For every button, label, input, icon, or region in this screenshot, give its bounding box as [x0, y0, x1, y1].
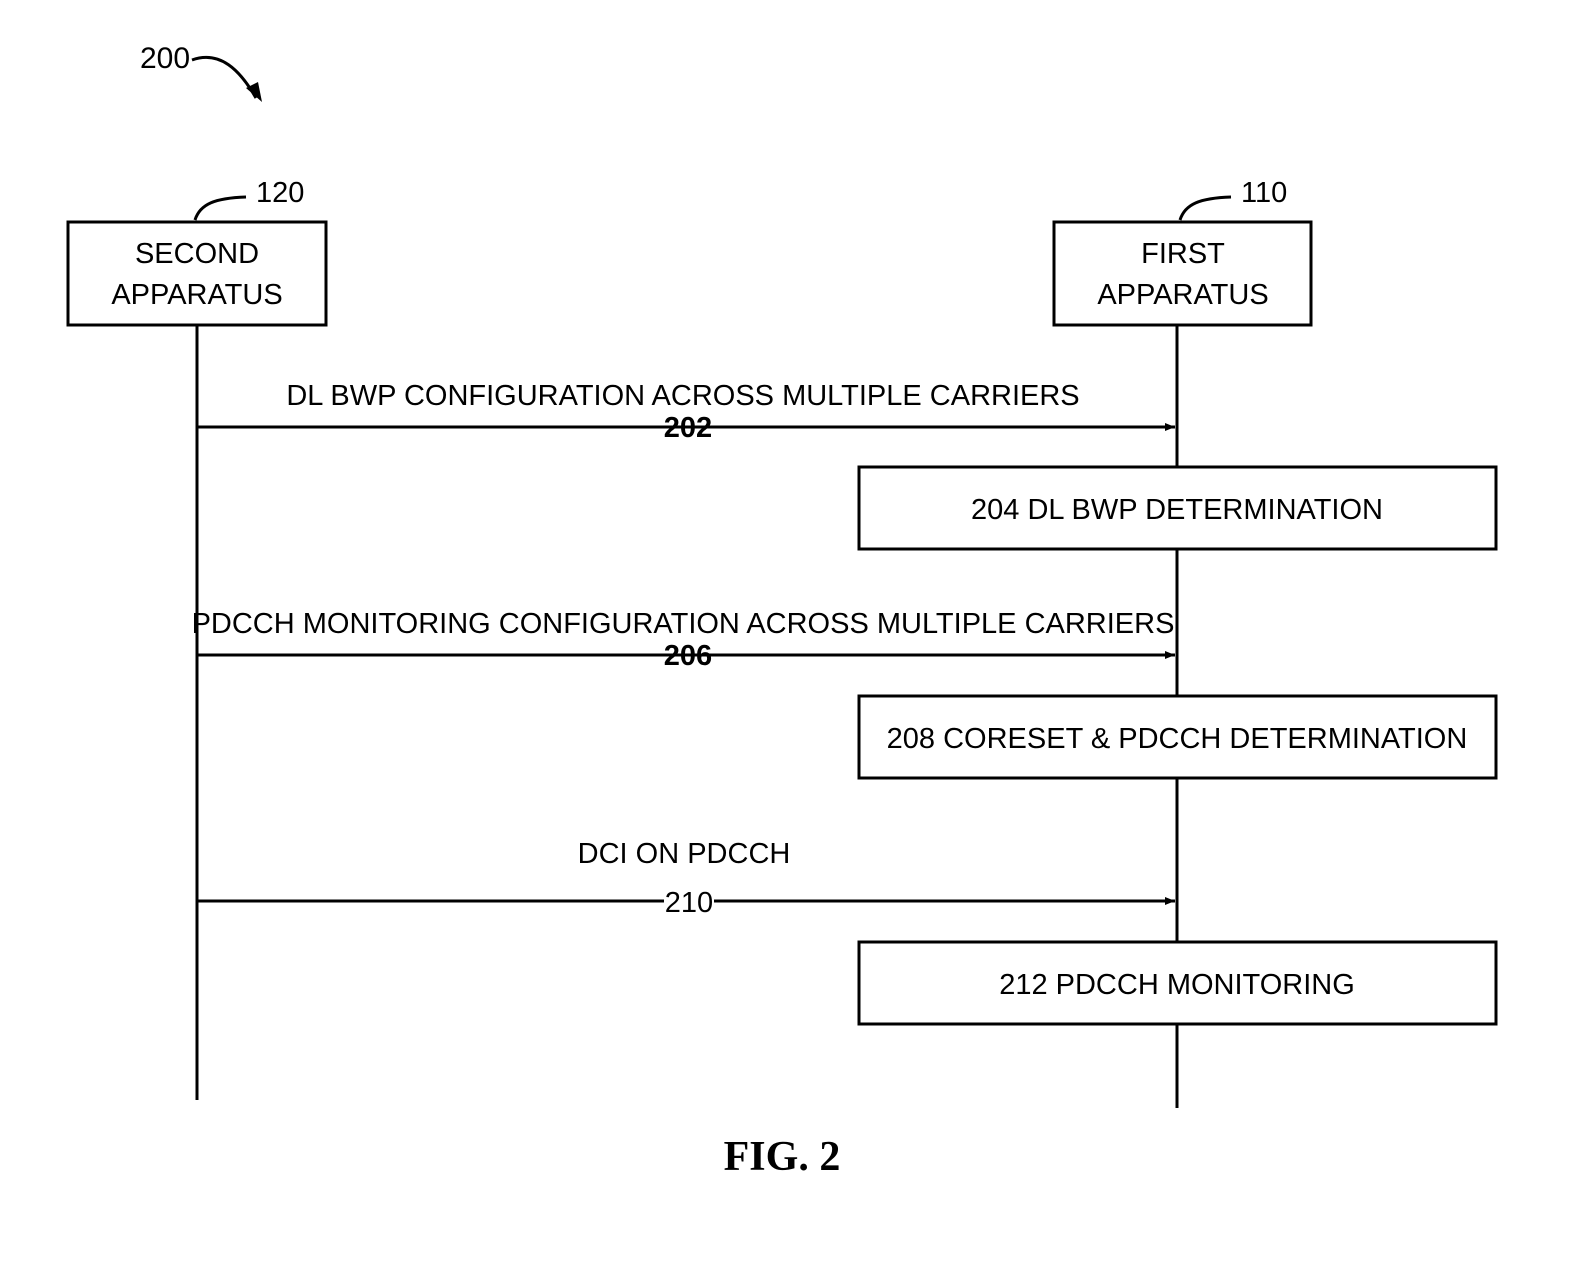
step-204: 204 DL BWP DETERMINATION [857, 465, 1498, 551]
participant-name-line2: APPARATUS [111, 279, 282, 311]
figure-ref-arrow [191, 55, 258, 99]
ref-leader-120 [193, 195, 247, 221]
message-202: DL BWP CONFIGURATION ACROSS MULTIPLE CAR… [197, 380, 1175, 444]
participant-ref-120: 120 [256, 177, 304, 209]
participant-box-second [66, 220, 328, 327]
message-label: DCI ON PDCCH [578, 838, 791, 870]
message-ref: 202 [664, 412, 712, 444]
participant-name-line2: APPARATUS [1097, 279, 1268, 311]
figure-caption: FIG. 2 [724, 1134, 841, 1180]
participant-name-line1: SECOND [135, 238, 259, 270]
step-box [857, 465, 1498, 551]
step-box [857, 940, 1498, 1026]
step-label: 208 CORESET & PDCCH DETERMINATION [887, 723, 1468, 755]
message-ref: 206 [664, 640, 712, 672]
message-label: DL BWP CONFIGURATION ACROSS MULTIPLE CAR… [286, 380, 1079, 412]
step-label: 204 DL BWP DETERMINATION [971, 494, 1383, 526]
participant-box-first [1052, 220, 1313, 327]
ref-leader-110 [1178, 195, 1232, 221]
figure-ref-label: 200 [140, 42, 190, 75]
figure-ref-arrowhead [246, 82, 262, 102]
participant-second-apparatus: 120 SECOND APPARATUS [66, 177, 328, 327]
step-212: 212 PDCCH MONITORING [857, 940, 1498, 1026]
ref-background [664, 887, 714, 915]
message-210: DCI ON PDCCH 210 [197, 838, 1175, 919]
participant-first-apparatus: 110 FIRST APPARATUS [1052, 177, 1313, 327]
participant-ref-110: 110 [1241, 177, 1287, 209]
step-box [857, 694, 1498, 780]
message-ref: 210 [665, 887, 713, 919]
message-label: PDCCH MONITORING CONFIGURATION ACROSS MU… [192, 608, 1175, 640]
participant-name-line1: FIRST [1141, 238, 1225, 270]
step-208: 208 CORESET & PDCCH DETERMINATION [857, 694, 1498, 780]
message-206: PDCCH MONITORING CONFIGURATION ACROSS MU… [192, 608, 1175, 672]
step-label: 212 PDCCH MONITORING [999, 969, 1355, 1001]
